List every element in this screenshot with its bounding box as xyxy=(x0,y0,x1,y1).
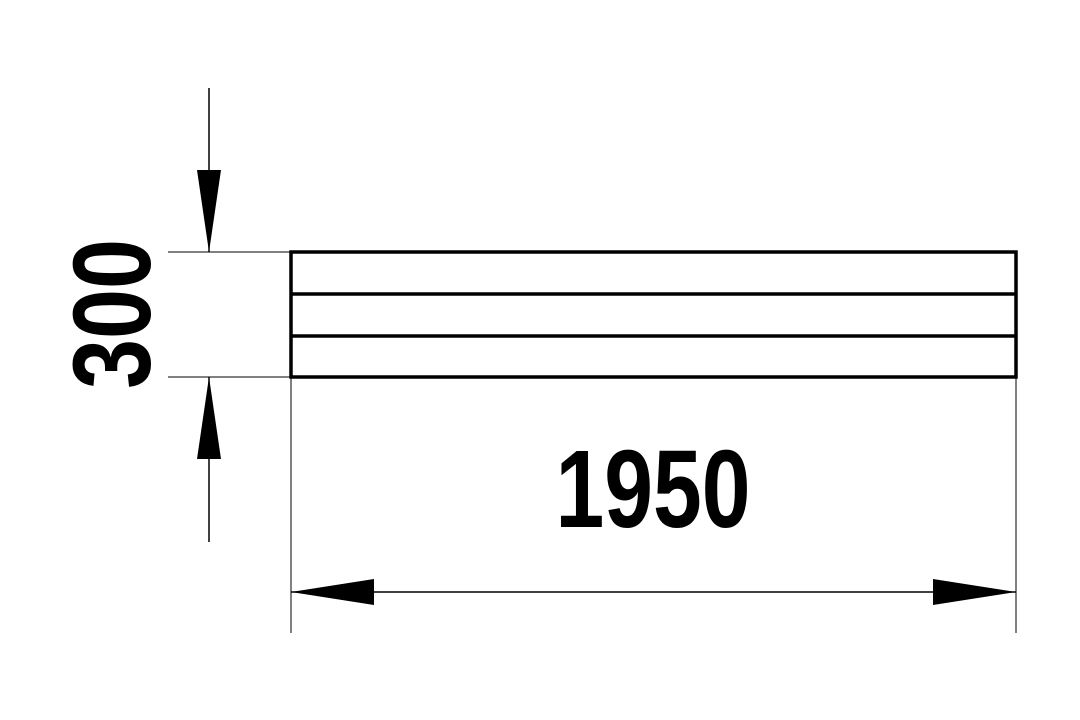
width-dimension-label: 1950 xyxy=(556,428,751,551)
height-dimension-label: 300 xyxy=(51,239,174,389)
panel xyxy=(289,250,1018,379)
width-dimension xyxy=(290,377,1017,633)
panel-outline xyxy=(289,250,1018,379)
arrowhead-up xyxy=(197,377,221,459)
arrowhead-left xyxy=(291,579,374,605)
height-dimension xyxy=(168,88,291,542)
arrowhead-down xyxy=(197,170,221,252)
arrowhead-right xyxy=(933,579,1016,605)
